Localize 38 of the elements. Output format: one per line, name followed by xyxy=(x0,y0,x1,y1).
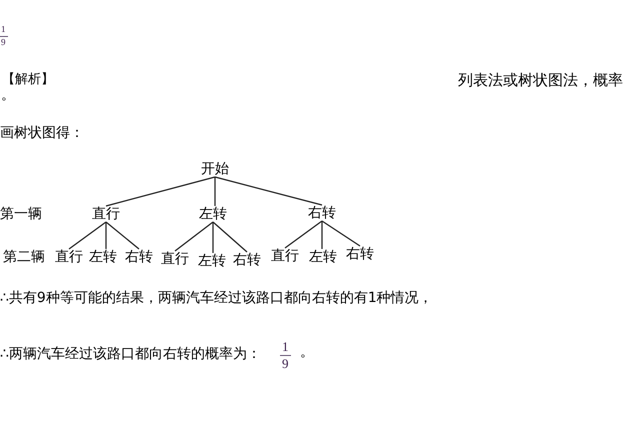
full-stop: 。 xyxy=(1,88,15,102)
branch-line xyxy=(212,222,248,252)
row-label: 第二辆 xyxy=(3,250,45,264)
section-heading: 【解析】 xyxy=(2,73,54,86)
tree-label: 直行 xyxy=(271,249,299,263)
tree-label: 直行 xyxy=(55,250,83,264)
sentence: ∴两辆汽车经过该路口都向右转的概率为： xyxy=(0,347,261,361)
branch-line xyxy=(322,220,360,246)
branch-line xyxy=(106,222,140,250)
tree-label: 右转 xyxy=(233,253,261,267)
tree-label: 右转 xyxy=(125,250,153,264)
tree-label: 直行 xyxy=(161,252,189,266)
branch-line xyxy=(214,176,322,206)
branch-line xyxy=(321,221,323,249)
tree-label: 左转 xyxy=(89,250,117,264)
branch-line xyxy=(212,222,214,253)
numerator: 1 xyxy=(282,340,288,353)
branch-line xyxy=(284,220,322,248)
branch-line xyxy=(68,222,106,250)
sentence: ∴共有9种等可能的结果，两辆汽车经过该路口都向右转的有1种情况， xyxy=(0,291,433,305)
full-stop: 。 xyxy=(300,345,314,359)
denominator: 9 xyxy=(282,357,288,370)
tree-label: 左转 xyxy=(198,254,226,268)
tree-label: 左转 xyxy=(309,250,337,264)
branch-line xyxy=(174,222,214,252)
text-line: 画树状图得： xyxy=(0,126,84,140)
denominator: 9 xyxy=(1,38,6,47)
tree-label: 开始 xyxy=(201,162,229,176)
tree-label: 直行 xyxy=(92,207,120,221)
tree-label: 右转 xyxy=(346,247,374,261)
branch-line xyxy=(106,176,216,207)
row-label: 第一辆 xyxy=(0,207,42,221)
tree-label: 右转 xyxy=(308,206,336,220)
text-line: 列表法或树状图法，概率 xyxy=(458,73,623,88)
numerator: 1 xyxy=(1,25,6,34)
branch-line xyxy=(214,177,216,206)
branch-line xyxy=(105,222,107,249)
tree-label: 左转 xyxy=(199,207,227,221)
